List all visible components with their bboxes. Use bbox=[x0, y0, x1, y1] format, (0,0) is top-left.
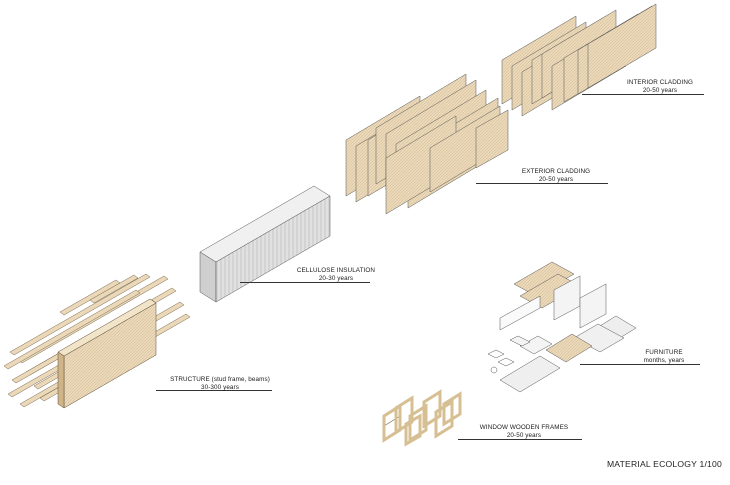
window-frames-label: WINDOW WOODEN FRAMES 20-50 years bbox=[474, 424, 574, 439]
cellulose-insulation-block bbox=[199, 185, 331, 303]
window-frames-life: 20-50 years bbox=[506, 431, 542, 439]
structure-name: STRUCTURE (stud frame, beams) bbox=[170, 376, 270, 383]
exterior-cladding-label: EXTERIOR CLADDING 20-50 years bbox=[516, 168, 596, 183]
furniture-name: FURNITURE bbox=[645, 349, 683, 356]
window-frames-name: WINDOW WOODEN FRAMES bbox=[479, 424, 569, 431]
exterior-cladding-life: 20-50 years bbox=[538, 175, 574, 183]
window-frames-rule bbox=[458, 439, 582, 440]
exterior-cladding-panels bbox=[345, 73, 509, 215]
window-frames bbox=[382, 389, 462, 447]
cellulose-insulation-life: 20-30 years bbox=[318, 274, 354, 282]
cellulose-insulation-label: CELLULOSE INSULATION 20-30 years bbox=[296, 267, 376, 282]
interior-cladding-name: INTERIOR CLADDING bbox=[626, 79, 694, 86]
cellulose-insulation-rule bbox=[240, 282, 370, 283]
furniture-rule bbox=[580, 364, 700, 365]
structure-rule bbox=[156, 390, 272, 391]
furniture-group bbox=[487, 261, 637, 393]
furniture-label: FURNITURE months, years bbox=[632, 349, 696, 364]
structure-stud-wall bbox=[57, 298, 157, 409]
exterior-cladding-name: EXTERIOR CLADDING bbox=[521, 168, 591, 175]
structure-label: STRUCTURE (stud frame, beams) 30-300 yea… bbox=[166, 376, 274, 391]
diagram-title: MATERIAL ECOLOGY 1/100 bbox=[606, 459, 722, 469]
interior-cladding-life: 20-50 years bbox=[642, 86, 678, 94]
cellulose-insulation-name: CELLULOSE INSULATION bbox=[296, 267, 376, 274]
interior-cladding-rule bbox=[582, 94, 704, 95]
exterior-cladding-rule bbox=[476, 183, 608, 184]
interior-cladding-panels bbox=[501, 3, 657, 117]
furniture-life: months, years bbox=[643, 356, 685, 364]
structure-life: 30-300 years bbox=[201, 383, 239, 391]
interior-cladding-label: INTERIOR CLADDING 20-50 years bbox=[622, 79, 698, 94]
